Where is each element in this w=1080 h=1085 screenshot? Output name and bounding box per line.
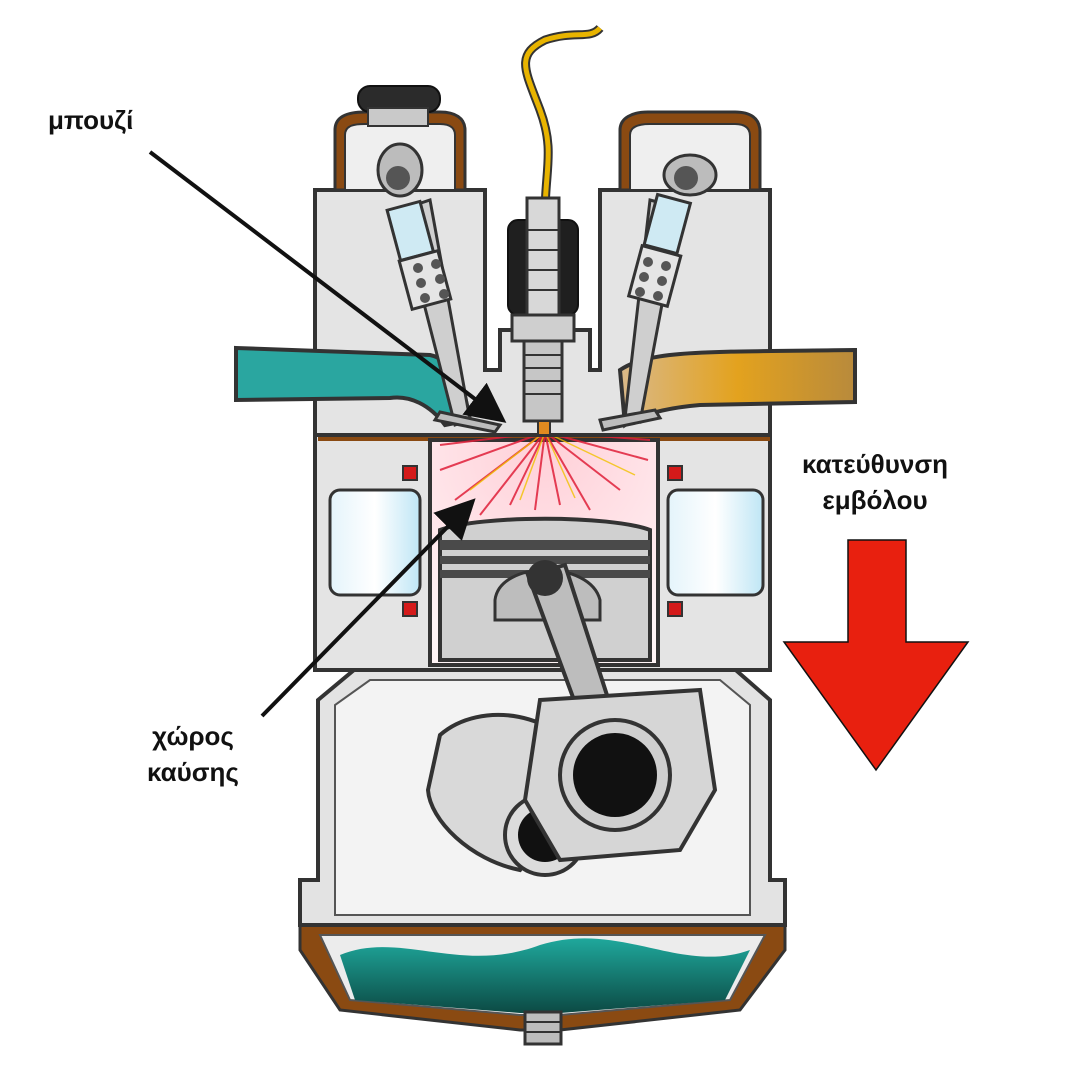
drain-plug [523,1010,563,1046]
chamber-pointer [260,498,476,718]
combustion-chamber-label: χώρος καύσης [118,718,268,790]
coolant-window-left [328,488,422,597]
spark-plug-pointer [148,150,507,423]
coolant-window-right [666,488,765,597]
exhaust-valve [598,192,693,432]
pointer-arrows [148,150,507,718]
piston-direction-label-line1: κατεύθυνση [801,449,948,479]
combustion-chamber-label-line1: χώρος [152,721,234,751]
connecting-rod [522,560,718,863]
spark-plug [507,24,604,436]
ignition-wire [521,24,604,216]
combustion-chamber-label-line2: καύσης [147,757,239,787]
oil-pan [298,923,787,1046]
engine-oil [340,938,750,1013]
piston-direction-label: κατεύθυνση εμβόλου [770,446,980,518]
spark-plug-label: μπουζί [48,105,134,135]
arrow-down-icon [782,539,970,772]
piston-direction-label-line2: εμβόλου [822,485,928,515]
